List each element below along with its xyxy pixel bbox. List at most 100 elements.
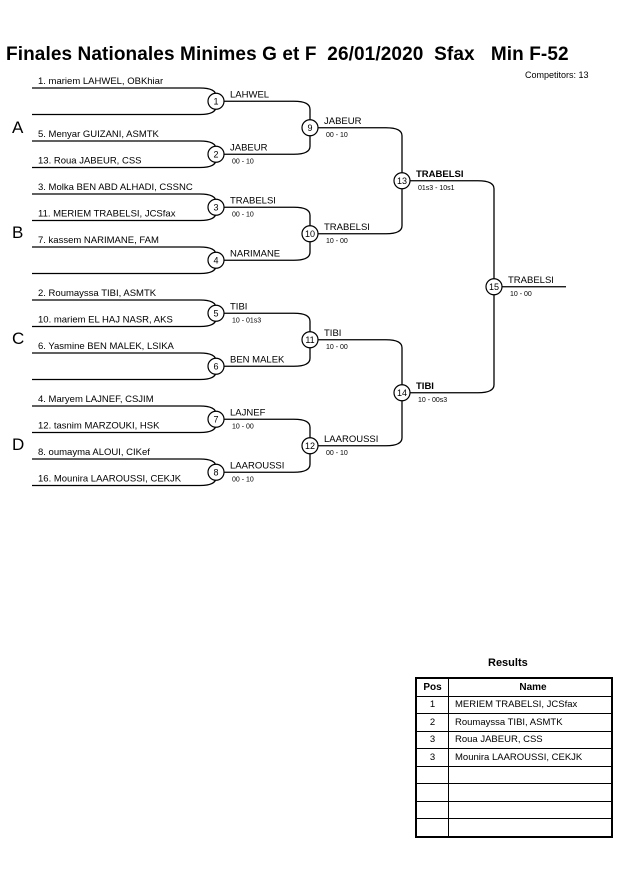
- results-header-row: Pos Name: [415, 677, 613, 697]
- match-number: 13: [397, 176, 407, 186]
- results-row: [415, 765, 613, 784]
- results-pos: 3: [415, 748, 449, 767]
- match-winner: LAAROUSSI: [230, 460, 284, 471]
- results-header-pos: Pos: [415, 677, 449, 697]
- results-name: [448, 818, 613, 837]
- match-number-circle: [393, 172, 411, 190]
- match-score: 00 - 10: [326, 450, 348, 457]
- match-number: 14: [397, 388, 407, 398]
- match-number-circle: [207, 357, 225, 375]
- results-name: [448, 765, 613, 784]
- match-number-circle: [207, 251, 225, 269]
- match-winner: JABEUR: [324, 116, 362, 127]
- entry-label: 3. Molka BEN ABD ALHADI, CSSNC: [38, 182, 193, 193]
- results-name: [448, 783, 613, 802]
- match-number-circle: [207, 304, 225, 322]
- match-score: 10 - 00: [326, 238, 348, 245]
- results-name: Mounira LAAROUSSI, CEKJK: [448, 748, 613, 767]
- entry-label: 4. Maryem LAJNEF, CSJIM: [38, 394, 154, 405]
- results-pos: [415, 783, 449, 802]
- results-pos: [415, 800, 449, 819]
- entry-label: 2. Roumayssa TIBI, ASMTK: [38, 288, 157, 299]
- entry-label: 5. Menyar GUIZANI, ASMTK: [38, 129, 160, 140]
- entry-label: 12. tasnim MARZOUKI, HSK: [38, 421, 160, 432]
- results-pos: [415, 765, 449, 784]
- match-number-circle: [485, 278, 503, 296]
- competitors-count: Competitors: 13: [525, 70, 589, 80]
- match-number-circle: [301, 119, 319, 137]
- entry-label: 6. Yasmine BEN MALEK, LSIKA: [38, 341, 175, 352]
- match-number: 1: [213, 96, 218, 106]
- match-number-circle: [301, 331, 319, 349]
- entry-label: 8. oumayma ALOUI, CIKef: [38, 447, 150, 458]
- match-number: 8: [213, 467, 218, 477]
- match-number-circle: [207, 463, 225, 481]
- match-number: 5: [213, 308, 218, 318]
- match-score: 10 - 01s3: [232, 317, 261, 324]
- match-winner: TRABELSI: [508, 275, 554, 286]
- match-number-circle: [207, 145, 225, 163]
- entry-label: 10. mariem EL HAJ NASR, AKS: [38, 315, 173, 326]
- match-winner: TIBI: [230, 301, 247, 312]
- results-name: Roua JABEUR, CSS: [448, 730, 613, 749]
- match-score: 10 - 00: [326, 344, 348, 351]
- match-number-circle: [301, 225, 319, 243]
- entry-label: 1. mariem LAHWEL, OBKhiar: [38, 76, 163, 87]
- match-number: 3: [213, 202, 218, 212]
- match-score: 00 - 10: [232, 211, 254, 218]
- results-row: [415, 800, 613, 819]
- entry-label: 16. Mounira LAAROUSSI, CEKJK: [38, 474, 182, 485]
- page-title: Finales Nationales Minimes G et F 26/01/…: [6, 44, 569, 65]
- pool-label: A: [12, 118, 24, 137]
- results-pos: 1: [415, 695, 449, 714]
- match-number: 11: [305, 335, 314, 345]
- results-name: [448, 800, 613, 819]
- match-winner: TRABELSI: [324, 222, 370, 233]
- match-number-circle: [207, 410, 225, 428]
- results-pos: 2: [415, 713, 449, 732]
- results-row: [415, 818, 613, 837]
- match-number: 7: [213, 414, 218, 424]
- match-winner: TRABELSI: [416, 169, 464, 180]
- results-pos: 3: [415, 730, 449, 749]
- results-row: [415, 783, 613, 802]
- results-title: Results: [488, 657, 528, 669]
- match-winner: LAJNEF: [230, 407, 266, 418]
- match-score: 10 - 00s3: [418, 397, 447, 404]
- match-number: 6: [213, 361, 218, 371]
- match-winner: JABEUR: [230, 142, 268, 153]
- match-number-circle: [393, 384, 411, 402]
- match-number: 15: [489, 282, 499, 292]
- match-winner: TIBI: [324, 328, 341, 339]
- match-winner: TIBI: [416, 381, 434, 392]
- match-number: 10: [305, 229, 315, 239]
- match-number: 2: [213, 149, 218, 159]
- match-number: 9: [307, 123, 312, 133]
- match-score: 00 - 10: [232, 158, 254, 165]
- match-number-circle: [207, 92, 225, 110]
- match-score: 00 - 10: [232, 476, 254, 483]
- match-score: 10 - 00: [510, 291, 532, 298]
- entry-label: 7. kassem NARIMANE, FAM: [38, 235, 159, 246]
- results-name: Roumayssa TIBI, ASMTK: [448, 713, 613, 732]
- match-number-circle: [301, 437, 319, 455]
- match-number-circle: [207, 198, 225, 216]
- entry-label: 13. Roua JABEUR, CSS: [38, 156, 142, 167]
- results-header-name: Name: [448, 677, 613, 697]
- match-number: 4: [213, 255, 218, 265]
- match-winner: TRABELSI: [230, 195, 276, 206]
- match-winner: LAAROUSSI: [324, 434, 378, 445]
- match-number: 12: [305, 441, 315, 451]
- pool-label: B: [12, 223, 23, 242]
- pool-label: D: [12, 435, 24, 454]
- match-winner: BEN MALEK: [230, 354, 285, 365]
- match-score: 10 - 00: [232, 423, 254, 430]
- pool-label: C: [12, 329, 24, 348]
- match-winner: NARIMANE: [230, 248, 280, 259]
